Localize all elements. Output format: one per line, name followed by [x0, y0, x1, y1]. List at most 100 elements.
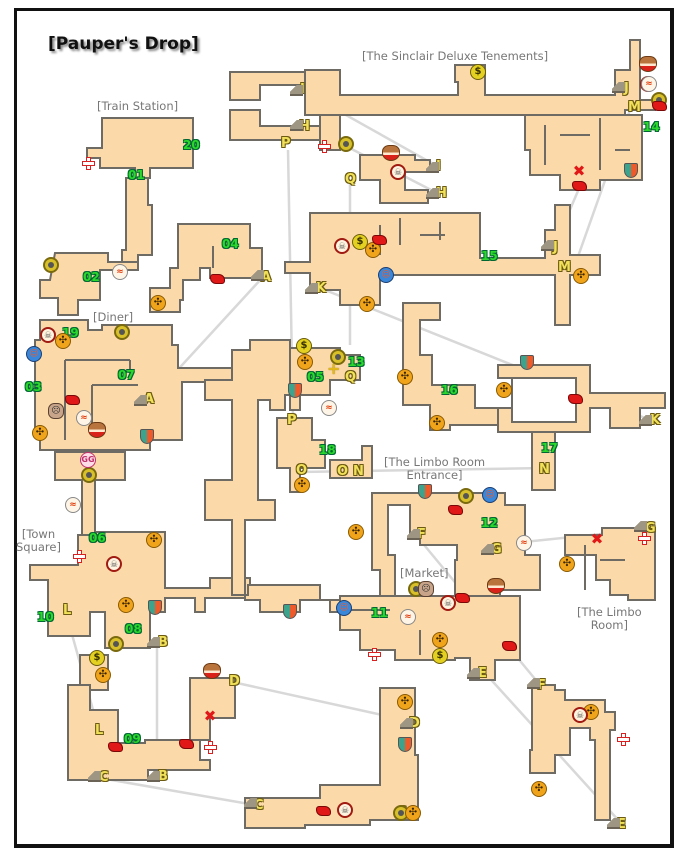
- marker-04[interactable]: 04: [222, 237, 239, 251]
- waypoint-D-2[interactable]: D: [409, 716, 420, 731]
- waypoint-P-1[interactable]: P: [281, 136, 291, 151]
- marker-10[interactable]: 10: [37, 610, 54, 624]
- waypoint-A-1[interactable]: A: [261, 270, 272, 285]
- stair-icon: [290, 120, 303, 131]
- ring-icon: [114, 324, 130, 340]
- face-icon: [418, 581, 434, 597]
- stair-icon: [305, 283, 318, 294]
- waypoint-P-2[interactable]: P: [287, 413, 297, 428]
- face-icon: [48, 403, 64, 419]
- marker-12[interactable]: 12: [481, 516, 498, 530]
- stair-icon: [134, 395, 147, 406]
- waypoint-F-2[interactable]: F: [537, 678, 546, 693]
- shield-icon: [624, 163, 638, 178]
- plus-icon: [327, 363, 340, 376]
- marker-15[interactable]: 15: [481, 249, 498, 263]
- link-D: [236, 681, 406, 722]
- hazard-icon: [118, 597, 134, 613]
- shield-icon: [283, 604, 297, 619]
- room-FE-tower: [529, 684, 616, 821]
- hazard-icon: [432, 632, 448, 648]
- clown-icon: [378, 267, 394, 283]
- area-label-limbo-room: [The Limbo Room]: [577, 605, 642, 632]
- room-ON: [329, 445, 373, 479]
- glove-icon: [572, 181, 587, 191]
- rooms: [29, 39, 666, 829]
- marker-03[interactable]: 03: [25, 380, 42, 394]
- waypoint-E-2[interactable]: E: [617, 817, 626, 832]
- marker-13[interactable]: 13: [348, 355, 365, 369]
- marker-08[interactable]: 08: [125, 622, 142, 636]
- shield-icon: [520, 355, 534, 370]
- area-label-sinclair: [The Sinclair Deluxe Tenements]: [362, 49, 549, 63]
- waypoint-G-1[interactable]: G: [491, 542, 502, 557]
- shield-icon: [398, 737, 412, 752]
- waypoint-J-2[interactable]: J: [553, 240, 558, 255]
- waypoint-O-1[interactable]: O: [296, 463, 308, 478]
- health-cross-icon: [638, 532, 651, 545]
- marker-05[interactable]: 05: [307, 370, 324, 384]
- waypoint-E-1[interactable]: E: [478, 666, 487, 681]
- waypoint-Q-2[interactable]: Q: [345, 370, 357, 385]
- marker-06[interactable]: 06: [89, 531, 106, 545]
- waypoint-L-1[interactable]: L: [63, 603, 72, 618]
- stair-icon: [400, 718, 413, 729]
- stair-icon: [407, 529, 420, 540]
- red-x-icon: [203, 710, 217, 722]
- hazard-icon: [297, 354, 313, 370]
- hazard-icon: [559, 556, 575, 572]
- waypoint-C-2[interactable]: C: [254, 798, 264, 813]
- hazard-icon: [573, 268, 589, 284]
- room-18: [276, 417, 326, 493]
- waypoint-H-2[interactable]: H: [436, 186, 447, 201]
- marker-18[interactable]: 18: [319, 443, 336, 457]
- health-cross-icon: [368, 648, 381, 661]
- waypoint-A-2[interactable]: A: [144, 392, 155, 407]
- area-label-train-station: [Train Station]: [97, 99, 179, 113]
- hat-icon: [382, 145, 400, 161]
- area-label-town-square: [Town Square]: [16, 527, 61, 554]
- stair-icon: [527, 678, 540, 689]
- waypoint-L-2[interactable]: L: [95, 723, 104, 738]
- wall: [584, 545, 625, 590]
- skull-icon: [40, 327, 56, 343]
- money-icon: [432, 648, 448, 664]
- marker-17[interactable]: 17: [541, 441, 558, 455]
- ring-icon: [108, 636, 124, 652]
- waypoint-D-1[interactable]: D: [229, 674, 240, 689]
- waypoint-C-1[interactable]: C: [99, 770, 109, 785]
- map-title: [Pauper's Drop]: [48, 34, 199, 54]
- waypoint-J-1[interactable]: J: [624, 81, 629, 96]
- hazard-icon: [95, 667, 111, 683]
- room-04: [149, 223, 263, 313]
- dna-icon: [641, 76, 657, 92]
- waypoint-F-1[interactable]: F: [417, 527, 426, 542]
- waypoint-N-1[interactable]: N: [353, 464, 364, 479]
- waypoint-Q-1[interactable]: Q: [345, 172, 357, 187]
- waypoint-G-2[interactable]: G: [645, 521, 656, 536]
- glove-icon: [448, 505, 463, 515]
- waypoint-B-1[interactable]: B: [158, 635, 168, 650]
- waypoint-K-1[interactable]: K: [316, 281, 327, 296]
- marker-02[interactable]: 02: [83, 270, 100, 284]
- waypoint-N-2[interactable]: N: [539, 462, 550, 477]
- waypoint-K-2[interactable]: K: [650, 413, 661, 428]
- glove-icon: [652, 101, 667, 111]
- room-16-loop-hole: [511, 377, 577, 423]
- waypoint-H-1[interactable]: H: [299, 119, 310, 134]
- marker-11[interactable]: 11: [371, 606, 388, 620]
- marker-14[interactable]: 14: [643, 120, 660, 134]
- waypoint-B-2[interactable]: B: [158, 769, 168, 784]
- glove-icon: [179, 739, 194, 749]
- waypoint-M-1[interactable]: M: [628, 100, 641, 115]
- marker-20[interactable]: 20: [183, 138, 200, 152]
- waypoint-O-2[interactable]: O: [337, 464, 349, 479]
- waypoint-M-2[interactable]: M: [558, 260, 571, 275]
- marker-07[interactable]: 07: [118, 368, 135, 382]
- marker-16[interactable]: 16: [441, 383, 458, 397]
- wall: [350, 609, 421, 655]
- area-label-diner: [Diner]: [93, 310, 134, 324]
- marker-09[interactable]: 09: [124, 732, 141, 746]
- marker-01[interactable]: 01: [128, 168, 145, 182]
- stair-icon: [634, 521, 647, 532]
